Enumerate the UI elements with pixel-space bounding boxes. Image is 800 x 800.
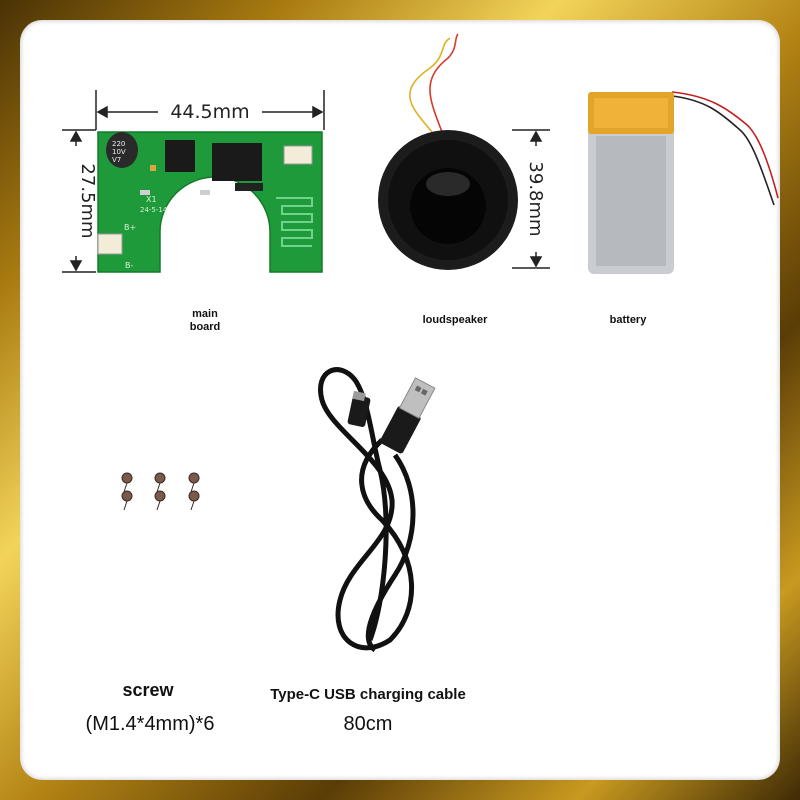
ic-chip — [165, 140, 195, 172]
screw-spec: (M1.4*4mm)*6 — [85, 713, 215, 735]
screw-icon — [188, 490, 200, 511]
ic-chip — [212, 143, 262, 181]
speaker-diameter-label: 39.8mm — [525, 161, 546, 236]
svg-text:10V: 10V — [112, 148, 126, 156]
board-width-dimension — [95, 90, 325, 130]
cable-title: Type-C USB charging cable — [270, 686, 466, 703]
board-height-label: 27.5mm — [77, 163, 98, 238]
loudspeaker-label: loudspeaker — [422, 314, 488, 326]
speaker-diameter-dimension — [512, 129, 550, 269]
svg-text:V7: V7 — [112, 156, 121, 164]
main-board-label: main board — [180, 308, 230, 334]
battery — [588, 91, 779, 274]
screw-icon — [121, 490, 133, 511]
main-board-label-line1: main — [192, 308, 218, 320]
loudspeaker — [378, 33, 518, 270]
capacitor: 220 10V V7 — [106, 132, 138, 168]
svg-text:220: 220 — [112, 140, 125, 148]
main-board-label-line2: board — [189, 321, 221, 333]
screw-title: screw — [122, 680, 174, 700]
screw-icon — [121, 472, 133, 493]
usb-cable — [318, 367, 436, 653]
board-width-label: 44.5mm — [170, 101, 249, 123]
silk-bplus: B+ — [124, 223, 136, 232]
cable-length: 80cm — [343, 713, 393, 735]
board-height-dimension — [62, 129, 96, 273]
silk-date: 24-5-14 — [140, 206, 168, 214]
main-board: 220 10V V7 X1 24-5-14 B+ B- — [97, 131, 323, 273]
screw-icon — [154, 472, 166, 493]
silk-bminus: B- — [125, 261, 133, 270]
screw-icon — [154, 490, 166, 511]
screws — [121, 472, 200, 511]
battery-label: battery — [609, 314, 647, 326]
screw-icon — [188, 472, 200, 493]
silk-x1: X1 — [146, 195, 157, 204]
